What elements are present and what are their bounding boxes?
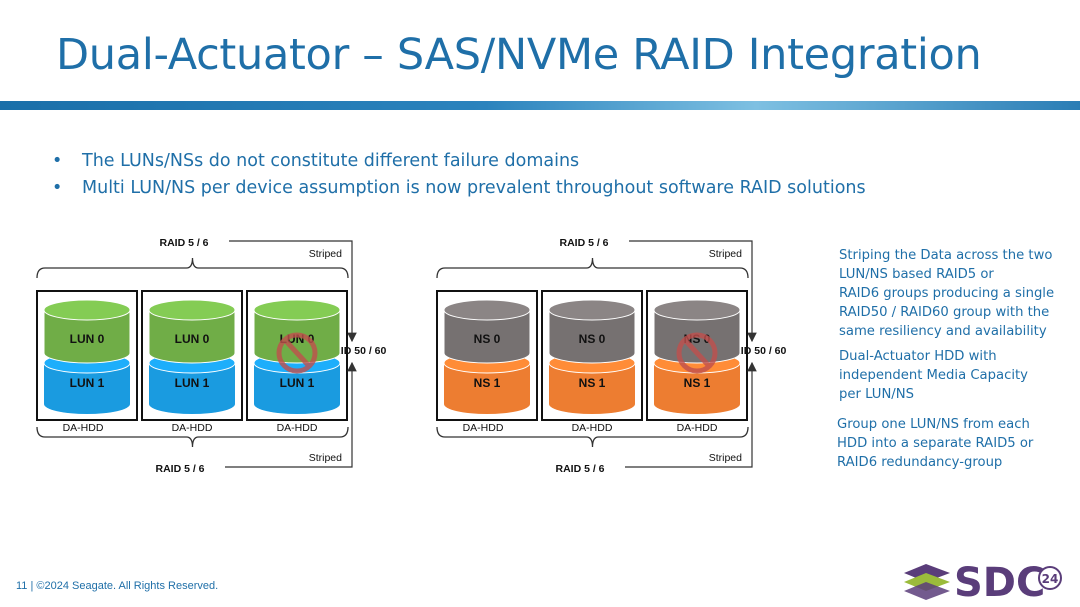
brace-bottom — [36, 426, 349, 448]
raid-top-label: RAID 5 / 6 — [159, 237, 208, 249]
da-hdd-drive: LUN 0 LUN 1 DA-HDD — [141, 290, 243, 434]
raid-mid-label: RAID 50 / 60 — [726, 345, 787, 357]
drive-type-label: DA-HDD — [277, 422, 318, 434]
prohibited-icon — [276, 332, 318, 374]
drive-lower-label: LUN 1 — [280, 376, 315, 390]
drive-lower-label: LUN 1 — [70, 376, 105, 390]
raid-bottom-label: RAID 5 / 6 — [555, 463, 604, 475]
drive-upper-label: LUN 0 — [70, 332, 105, 346]
arrow-top — [629, 240, 757, 343]
arrow-bottom — [625, 361, 757, 468]
drive-type-label: DA-HDD — [172, 422, 213, 434]
da-hdd-drive: LUN 0 LUN 1 DA-HDD — [36, 290, 138, 434]
drive-type-label: DA-HDD — [677, 422, 718, 434]
svg-text:24: 24 — [1042, 572, 1059, 586]
drive-type-label: DA-HDD — [572, 422, 613, 434]
footer-copyright: 11 | ©2024 Seagate. All Rights Reserved. — [16, 580, 219, 592]
raid-bottom-label: RAID 5 / 6 — [155, 463, 204, 475]
bullet-list: The LUNs/NSs do not constitute different… — [52, 148, 866, 202]
drive-lower-label: NS 1 — [579, 376, 606, 390]
da-hdd-drive: NS 0NS 1DA-HDD — [646, 290, 748, 434]
striped-top-label: Striped — [309, 248, 342, 260]
sdc-logo: SDC 24 — [904, 560, 1062, 602]
brace-bottom — [436, 426, 749, 448]
drive-lower-label: NS 1 — [474, 376, 501, 390]
logo-badge: 24 — [1038, 566, 1062, 590]
da-hdd-drive: NS 0 NS 1 DA-HDD — [541, 290, 643, 434]
drive-lower-label: LUN 1 — [175, 376, 210, 390]
note-dual-actuator: Dual-Actuator HDD with independent Media… — [839, 349, 1028, 402]
drive-upper-label: NS 0 — [474, 332, 501, 346]
bullet-item: The LUNs/NSs do not constitute different… — [52, 148, 866, 175]
brace-top — [436, 257, 749, 279]
raid-mid-label: RAID 50 / 60 — [326, 345, 387, 357]
page-title: Dual-Actuator – SAS/NVMe RAID Integratio… — [56, 30, 982, 80]
title-underline-bar — [0, 101, 1080, 110]
note-group: Group one LUN/NS from each HDD into a se… — [837, 417, 1034, 470]
layers-icon — [904, 564, 950, 600]
drive-upper-label: LUN 0 — [175, 332, 210, 346]
drive-type-label: DA-HDD — [63, 422, 104, 434]
arrow-top — [229, 240, 357, 343]
drive-type-label: DA-HDD — [463, 422, 504, 434]
prohibited-icon — [676, 332, 718, 374]
striped-bottom-label: Striped — [309, 452, 342, 464]
brace-top — [36, 257, 349, 279]
note-striping: Striping the Data across the two LUN/NS … — [839, 248, 1055, 339]
da-hdd-drive: NS 0 NS 1 DA-HDD — [436, 290, 538, 434]
logo-text: SDC — [954, 560, 1045, 602]
raid-top-label: RAID 5 / 6 — [559, 237, 608, 249]
bullet-item: Multi LUN/NS per device assumption is no… — [52, 175, 866, 202]
striped-bottom-label: Striped — [709, 452, 742, 464]
arrow-bottom — [225, 361, 357, 468]
striped-top-label: Striped — [709, 248, 742, 260]
drive-upper-label: NS 0 — [579, 332, 606, 346]
drive-lower-label: NS 1 — [684, 376, 711, 390]
